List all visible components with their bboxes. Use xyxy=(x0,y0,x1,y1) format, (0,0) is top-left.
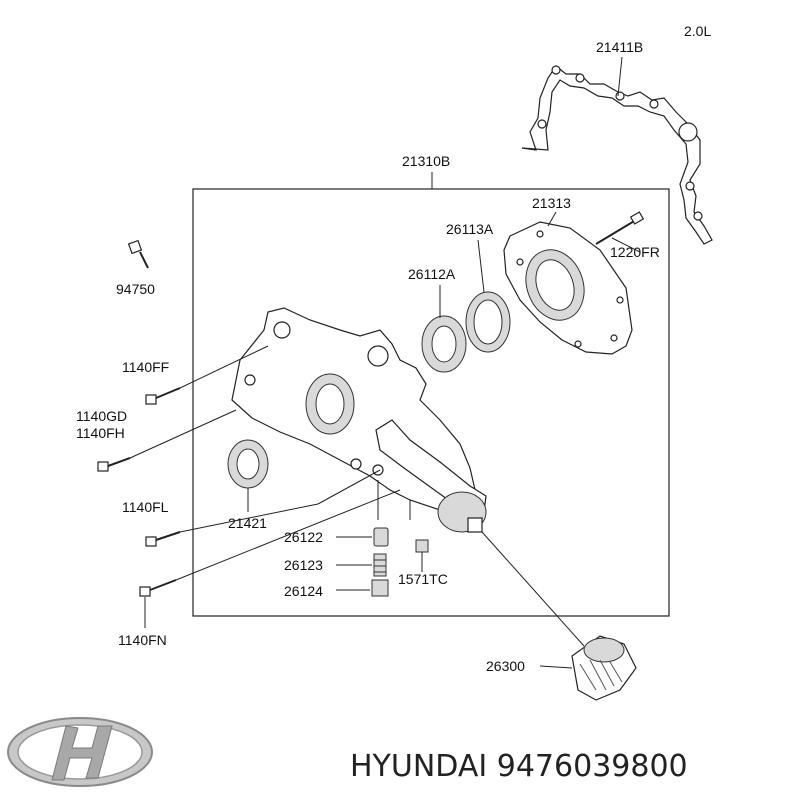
oil-filter-26300 xyxy=(571,635,637,701)
label-26122: 26122 xyxy=(284,529,323,545)
label-26123: 26123 xyxy=(284,557,323,573)
bolt-1140fl xyxy=(145,531,181,547)
nut-1571tc xyxy=(415,539,429,553)
oil-pump-housing xyxy=(231,307,487,533)
label-21411b: 21411B xyxy=(596,39,643,55)
label-1571tc: 1571TC xyxy=(398,571,448,587)
oil-seal-21421 xyxy=(227,439,269,489)
inner-rotor-26112a xyxy=(421,315,467,373)
label-21310b: 21310B xyxy=(402,153,450,169)
label-1140fl: 1140FL xyxy=(122,499,169,515)
label-21313: 21313 xyxy=(532,195,571,211)
label-1140fh: 1140FH xyxy=(76,425,125,441)
label-1220fr: 1220FR xyxy=(610,244,660,260)
bolt-1140gd xyxy=(97,457,131,472)
label-26300: 26300 xyxy=(486,658,525,674)
label-94750: 94750 xyxy=(116,281,155,297)
cover-plate-21313 xyxy=(503,221,633,355)
label-26113a: 26113A xyxy=(446,221,494,237)
brand-part-number: HYUNDAI 9476039800 xyxy=(350,749,688,784)
assembly-frame xyxy=(192,188,670,617)
label-26112a: 26112A xyxy=(408,266,456,282)
label-26124: 26124 xyxy=(284,583,323,599)
bolt-1140fn xyxy=(139,579,177,597)
label-1140gd: 1140GD xyxy=(76,408,127,424)
bolt-94750 xyxy=(127,239,149,269)
bolt-1220fr xyxy=(595,211,645,245)
label-21421: 21421 xyxy=(228,515,267,531)
label-1140ff: 1140FF xyxy=(122,359,169,375)
hyundai-logo-icon xyxy=(7,717,153,787)
bolt-1140ff xyxy=(145,387,181,405)
plunger-26122 xyxy=(373,527,389,547)
label-engine: 2.0L xyxy=(684,23,711,39)
outer-rotor-26113a xyxy=(465,291,511,353)
plug-26124 xyxy=(371,579,389,597)
spring-26123 xyxy=(373,553,387,577)
gasket-21411b xyxy=(521,65,713,245)
label-1140fn: 1140FN xyxy=(118,632,167,648)
